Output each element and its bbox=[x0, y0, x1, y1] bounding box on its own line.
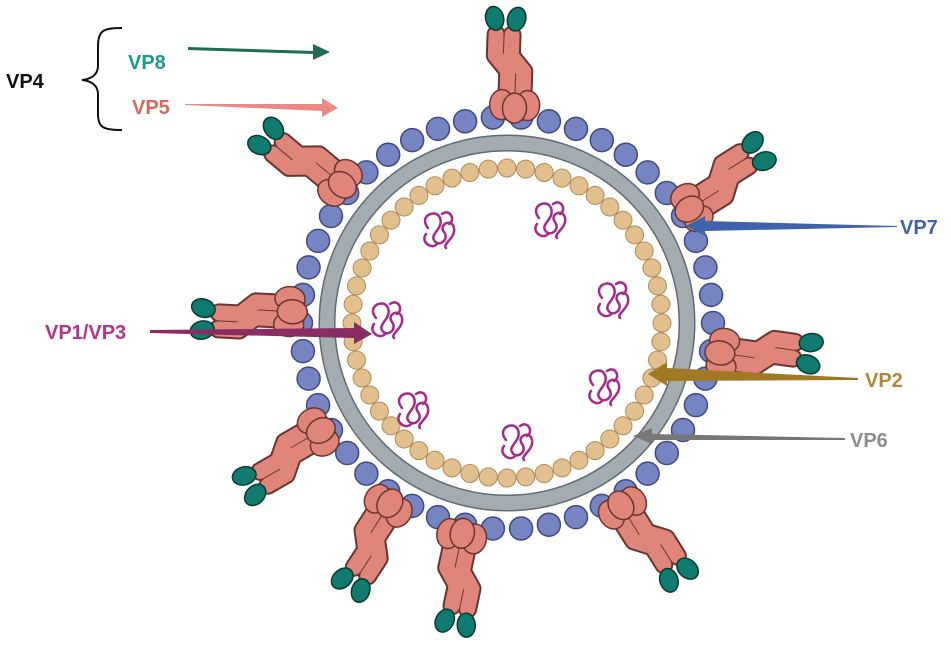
vp2-bead bbox=[534, 163, 554, 182]
vp7-bead bbox=[635, 461, 660, 486]
rna-genome-segment-icon bbox=[597, 281, 630, 320]
vp2-bead bbox=[516, 467, 536, 487]
vp4-label: VP4 bbox=[6, 71, 45, 93]
vp2-bead bbox=[600, 429, 620, 449]
rna-genome-segment-icon bbox=[397, 391, 430, 430]
vp5-arrow bbox=[185, 98, 338, 117]
vp7-bead bbox=[589, 127, 615, 153]
vp7-bead bbox=[305, 228, 331, 254]
vp7-bead bbox=[683, 392, 709, 418]
vp7-arrow bbox=[686, 216, 897, 236]
vp7-bead bbox=[354, 461, 379, 486]
vp7-bead bbox=[508, 516, 534, 541]
vp2-bead bbox=[648, 276, 667, 296]
vp2-bead bbox=[360, 385, 380, 405]
rna-genome-segment-icon bbox=[501, 423, 534, 462]
vp7-bead bbox=[425, 116, 451, 142]
vp2-bead bbox=[478, 159, 498, 179]
vp4-spike-icon bbox=[188, 281, 309, 347]
vp2-bead bbox=[516, 159, 536, 179]
vp7-bead bbox=[654, 440, 680, 466]
vp5-label: VP5 bbox=[132, 97, 170, 119]
vp2-bead bbox=[442, 168, 462, 188]
vp2-bead bbox=[552, 168, 572, 188]
vp7-bead bbox=[399, 127, 425, 153]
curly-brace-icon bbox=[81, 27, 123, 131]
vp2-bead bbox=[478, 467, 498, 487]
vp2-bead bbox=[381, 210, 401, 230]
vp7-bead bbox=[318, 203, 344, 229]
vp7-bead bbox=[290, 338, 316, 364]
vp2-bead bbox=[552, 458, 572, 478]
vp2-bead bbox=[585, 441, 605, 461]
rna-genome-segment-icon bbox=[534, 201, 567, 240]
vp2-bead bbox=[613, 210, 633, 230]
vp2-bead bbox=[569, 450, 589, 470]
vp2-bead bbox=[534, 464, 554, 483]
vp2-bead bbox=[409, 185, 429, 205]
vp2-bead bbox=[369, 401, 389, 421]
vp2-bead bbox=[369, 225, 389, 245]
vp2-bead bbox=[360, 241, 380, 261]
vp2-label: VP2 bbox=[865, 370, 903, 392]
vp7-label: VP7 bbox=[900, 217, 938, 239]
vp8-label: VP8 bbox=[128, 52, 166, 74]
vp2-bead bbox=[352, 368, 372, 388]
vp2-bead bbox=[651, 332, 671, 352]
rna-genome-segment-icon bbox=[588, 368, 621, 407]
vp2-bead bbox=[409, 441, 429, 461]
vp7-bead bbox=[536, 109, 562, 134]
vp7-bead bbox=[563, 504, 589, 530]
vp2-bead bbox=[585, 185, 605, 205]
vp2-bead bbox=[651, 294, 671, 314]
vp2-arrow bbox=[648, 362, 858, 386]
vp2-bead bbox=[600, 197, 620, 217]
vp2-bead bbox=[394, 197, 414, 217]
vp6-label: VP6 bbox=[850, 430, 888, 452]
vp6-arrow bbox=[633, 428, 845, 444]
vp4-spike-icon bbox=[592, 474, 705, 606]
vp2-inner-core-layer bbox=[342, 158, 672, 488]
vp2-bead bbox=[460, 464, 480, 483]
vp2-bead bbox=[625, 401, 645, 421]
vp7-bead bbox=[375, 142, 401, 167]
vp7-bead bbox=[563, 116, 589, 142]
rna-genome-segments bbox=[371, 201, 630, 462]
vp7-bead bbox=[452, 109, 478, 134]
vp2-bead bbox=[569, 176, 589, 196]
vp4-spikes bbox=[188, 4, 827, 641]
vp2-bead bbox=[352, 258, 372, 278]
rna-genome-segment-icon bbox=[371, 301, 404, 340]
vp2-bead bbox=[497, 158, 517, 178]
vp2-bead bbox=[381, 416, 401, 436]
vp2-bead bbox=[343, 294, 363, 314]
vp2-bead bbox=[347, 276, 366, 296]
vp2-bead bbox=[425, 450, 445, 470]
vp7-bead bbox=[296, 255, 321, 280]
vp2-bead bbox=[442, 458, 462, 478]
vp2-bead bbox=[652, 313, 672, 333]
vp7-bead bbox=[693, 255, 718, 280]
vp7-bead bbox=[613, 142, 639, 167]
vp2-bead bbox=[460, 163, 480, 182]
vp2-bead bbox=[394, 429, 414, 449]
vp2-bead bbox=[625, 225, 645, 245]
vp2-bead bbox=[347, 350, 366, 370]
vp2-bead bbox=[497, 468, 517, 488]
vp7-bead bbox=[296, 366, 321, 391]
vp7-bead bbox=[698, 282, 724, 308]
vp7-bead bbox=[334, 440, 360, 466]
rna-genome-segment-icon bbox=[423, 211, 456, 250]
vp2-bead bbox=[634, 241, 654, 261]
vp2-bead bbox=[425, 176, 445, 196]
vp1-vp3-label: VP1/VP3 bbox=[45, 322, 126, 344]
vp2-bead bbox=[642, 258, 662, 278]
vp8-arrow bbox=[188, 44, 330, 60]
vp7-bead bbox=[635, 160, 660, 185]
vp7-bead bbox=[536, 512, 562, 537]
vp2-bead bbox=[634, 385, 654, 405]
vp2-bead bbox=[613, 416, 633, 436]
vp1-vp3-arrow bbox=[150, 322, 372, 344]
